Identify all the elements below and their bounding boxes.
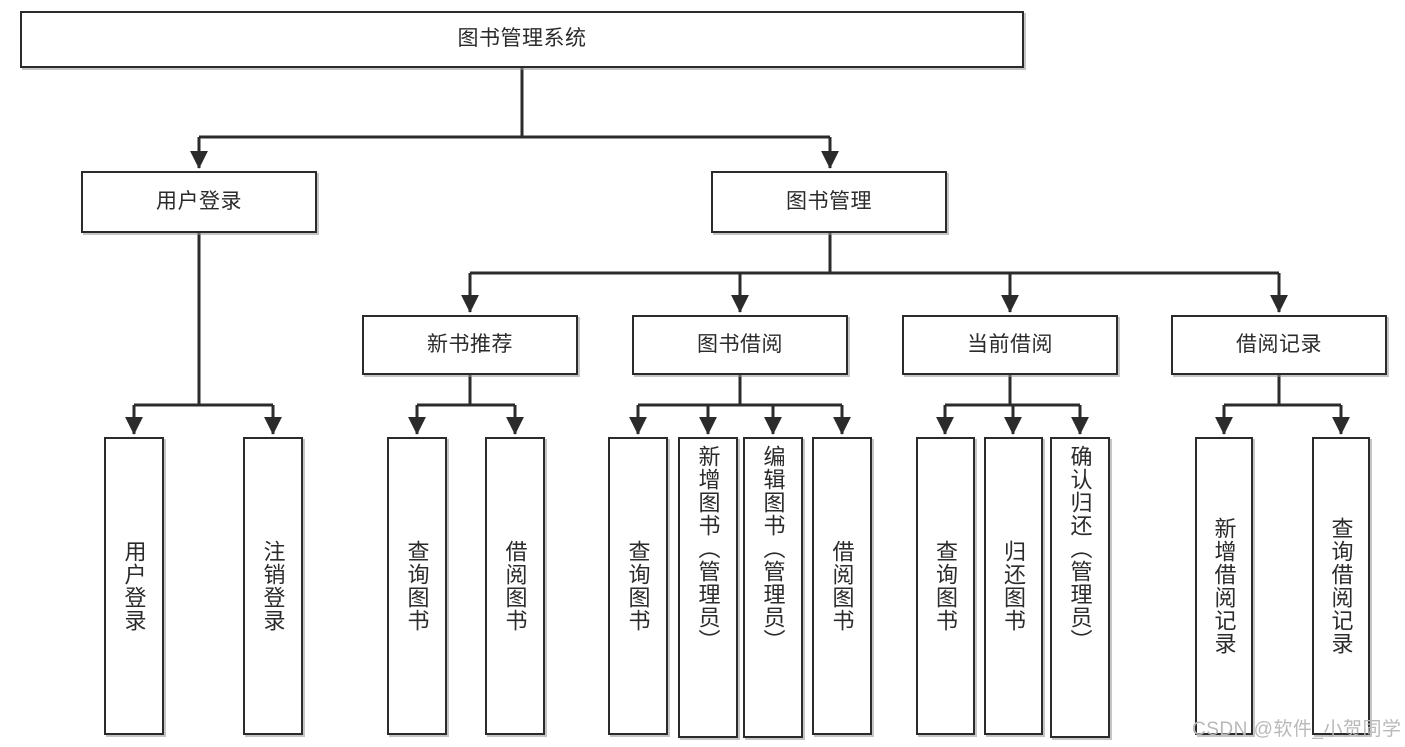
node-leaf-query-book-2-label: 查询图书 — [625, 540, 651, 632]
node-leaf-add-book-label: 新增图书（管理员） — [695, 445, 721, 652]
node-leaf-borrow-book-1[interactable]: 借阅图书 — [485, 437, 545, 735]
node-leaf-user-login-label: 用户登录 — [121, 540, 147, 632]
node-borrow-record-label: 借阅记录 — [1236, 332, 1322, 356]
node-current-borrow-label: 当前借阅 — [967, 332, 1053, 356]
node-book-borrow[interactable]: 图书借阅 — [632, 315, 848, 375]
node-leaf-borrow-book-2[interactable]: 借阅图书 — [812, 437, 872, 735]
node-leaf-logout[interactable]: 注销登录 — [243, 437, 303, 735]
node-leaf-query-book-2[interactable]: 查询图书 — [608, 437, 668, 735]
node-leaf-query-book-1-label: 查询图书 — [404, 540, 430, 632]
node-leaf-edit-book[interactable]: 编辑图书（管理员） — [743, 437, 803, 738]
node-current-borrow[interactable]: 当前借阅 — [902, 315, 1118, 375]
node-leaf-borrow-book-1-label: 借阅图书 — [502, 540, 528, 632]
node-user-login-label: 用户登录 — [156, 189, 242, 213]
node-root-label: 图书管理系统 — [457, 27, 587, 51]
node-leaf-return-book[interactable]: 归还图书 — [984, 437, 1043, 735]
node-leaf-confirm-return[interactable]: 确认归还（管理员） — [1050, 437, 1110, 738]
node-leaf-add-record-label: 新增借阅记录 — [1211, 517, 1237, 655]
node-leaf-user-login[interactable]: 用户登录 — [104, 437, 164, 735]
node-leaf-add-book[interactable]: 新增图书（管理员） — [678, 437, 738, 738]
node-leaf-logout-label: 注销登录 — [260, 540, 286, 632]
node-new-book-rec[interactable]: 新书推荐 — [362, 315, 578, 375]
node-user-login[interactable]: 用户登录 — [81, 171, 317, 233]
node-borrow-record[interactable]: 借阅记录 — [1171, 315, 1387, 375]
node-book-manage-label: 图书管理 — [786, 189, 872, 213]
node-leaf-edit-book-label: 编辑图书（管理员） — [760, 445, 786, 652]
node-leaf-confirm-return-label: 确认归还（管理员） — [1067, 445, 1093, 652]
node-leaf-query-book-3-label: 查询图书 — [933, 540, 959, 632]
watermark: CSDN @软件_小贺同学 — [1192, 719, 1402, 740]
node-leaf-add-record[interactable]: 新增借阅记录 — [1195, 437, 1253, 735]
node-leaf-return-book-label: 归还图书 — [1001, 540, 1027, 632]
node-leaf-query-book-3[interactable]: 查询图书 — [916, 437, 975, 735]
node-leaf-query-record-label: 查询借阅记录 — [1328, 517, 1354, 655]
node-leaf-query-book-1[interactable]: 查询图书 — [387, 437, 447, 735]
node-book-manage[interactable]: 图书管理 — [711, 171, 947, 233]
node-book-borrow-label: 图书借阅 — [697, 332, 783, 356]
node-root[interactable]: 图书管理系统 — [20, 11, 1024, 68]
node-leaf-borrow-book-2-label: 借阅图书 — [829, 540, 855, 632]
node-leaf-query-record[interactable]: 查询借阅记录 — [1312, 437, 1370, 735]
node-new-book-rec-label: 新书推荐 — [427, 332, 513, 356]
